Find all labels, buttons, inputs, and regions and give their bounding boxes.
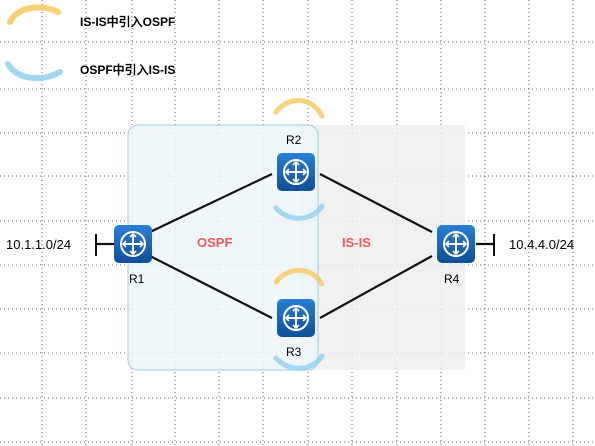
r2-ospf-into-isis-arrow-icon — [273, 203, 325, 221]
router-r1 — [114, 225, 152, 263]
router-r4-label: R4 — [444, 272, 460, 286]
router-icon — [120, 231, 146, 257]
router-r3-label: R3 — [286, 345, 302, 359]
link-r1-r3 — [149, 255, 273, 319]
r2-isis-into-ospf-arrow-icon — [273, 98, 325, 119]
ospf-area-label: OSPF — [197, 235, 233, 250]
network-endpoints — [95, 234, 495, 256]
router-r2-label: R2 — [286, 133, 302, 147]
link-r1-r2 — [149, 173, 273, 233]
router-r3 — [277, 299, 315, 337]
router-r2 — [277, 153, 315, 191]
router-icon — [283, 159, 309, 185]
router-r4 — [437, 225, 475, 263]
link-r2-r4 — [319, 173, 433, 233]
r3-ospf-into-isis-arrow-icon — [273, 353, 325, 371]
isis-into-ospf-arrow-icon — [7, 4, 61, 25]
legend-isis-into-ospf: IS-IS中引入OSPF — [80, 15, 176, 29]
link-r3-r4 — [319, 255, 433, 319]
isis-area-label: IS-IS — [342, 235, 371, 250]
router-icon — [283, 305, 309, 331]
router-r1-label: R1 — [129, 272, 145, 286]
network-right-label: 10.4.4.0/24 — [509, 237, 575, 252]
ospf-into-isis-arrow-icon — [5, 61, 63, 82]
network-left-label: 10.1.1.0/24 — [6, 237, 72, 252]
legend-ospf-into-isis: OSPF中引入IS-IS — [80, 63, 176, 77]
r3-isis-into-ospf-arrow-icon — [273, 267, 325, 287]
links — [96, 173, 494, 319]
router-icon — [443, 231, 469, 257]
